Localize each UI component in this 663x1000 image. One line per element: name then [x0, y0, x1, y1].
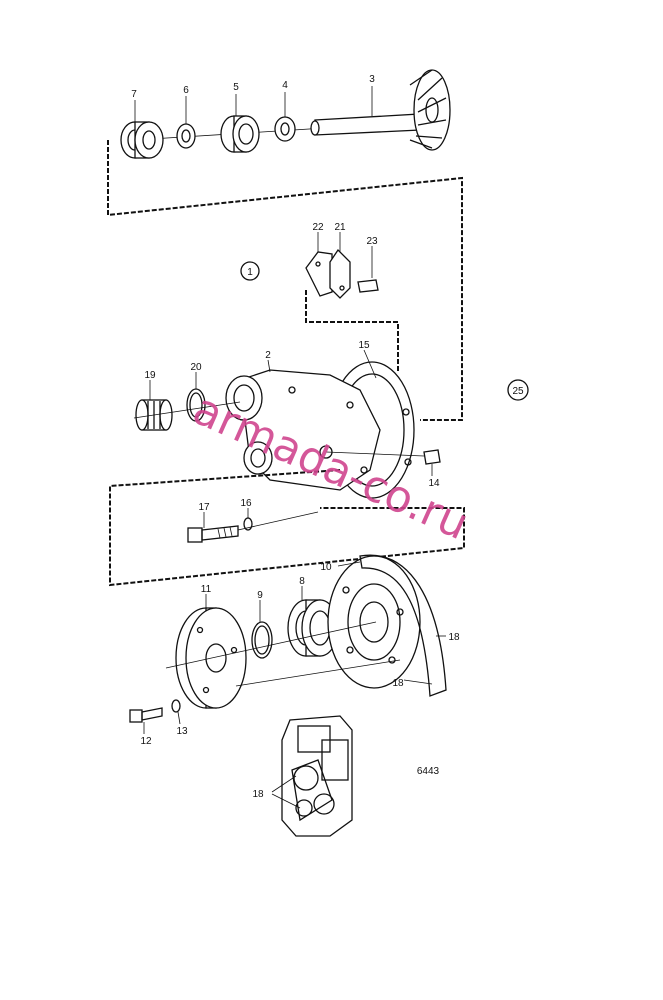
callout-21: 21 — [334, 222, 346, 233]
part-12-bolt — [129, 707, 163, 734]
part-11-pulley — [175, 594, 247, 709]
callout-3: 3 — [369, 74, 375, 85]
callout-18a: 18 — [448, 632, 460, 643]
callout-16: 16 — [240, 498, 252, 509]
part-5-ring — [220, 115, 260, 153]
part-18-belt — [337, 554, 447, 697]
callout-10: 10 — [320, 562, 332, 573]
callout-18b: 18 — [392, 678, 404, 689]
part-14-plug — [325, 449, 441, 476]
callout-18c: 18 — [252, 789, 264, 800]
part-10-pulley — [327, 555, 421, 689]
part-3-shaft-impeller — [310, 69, 451, 151]
circled-ref-1 — [240, 261, 260, 281]
callout-7: 7 — [131, 89, 137, 100]
callout-1: 1 — [247, 267, 253, 278]
cover-plate — [305, 232, 399, 372]
callout-12: 12 — [140, 736, 152, 747]
part-17-bolt — [187, 512, 239, 543]
callout-2: 2 — [265, 350, 271, 361]
part-9-circlip — [251, 600, 273, 659]
circled-ref-25 — [507, 379, 529, 401]
part-7-bearing — [120, 121, 164, 159]
callout-25: 25 — [512, 386, 524, 397]
callout-17: 17 — [198, 502, 210, 513]
callout-19: 19 — [144, 370, 156, 381]
drawing-number: 6443 — [417, 766, 440, 777]
part-16-washer — [243, 508, 253, 531]
callout-9: 9 — [257, 590, 263, 601]
part-6-seal — [176, 123, 196, 149]
callout-13: 13 — [176, 726, 188, 737]
callout-14: 14 — [428, 478, 440, 489]
part-19-hub — [135, 380, 173, 431]
shaft-assembly — [120, 69, 451, 159]
pump-housing — [225, 349, 415, 499]
callout-6: 6 — [183, 85, 189, 96]
callout-8: 8 — [299, 576, 305, 587]
callout-23: 23 — [366, 236, 378, 247]
part-13-washer — [171, 699, 181, 725]
callout-20: 20 — [190, 362, 202, 373]
callout-4: 4 — [282, 80, 288, 91]
callout-15: 15 — [358, 340, 370, 351]
callout-22: 22 — [312, 222, 324, 233]
callout-5: 5 — [233, 82, 239, 93]
part-4-seal — [274, 116, 296, 142]
callout-11: 11 — [201, 584, 212, 595]
part-20-o-ring — [186, 372, 206, 422]
engine-inset — [271, 715, 353, 837]
